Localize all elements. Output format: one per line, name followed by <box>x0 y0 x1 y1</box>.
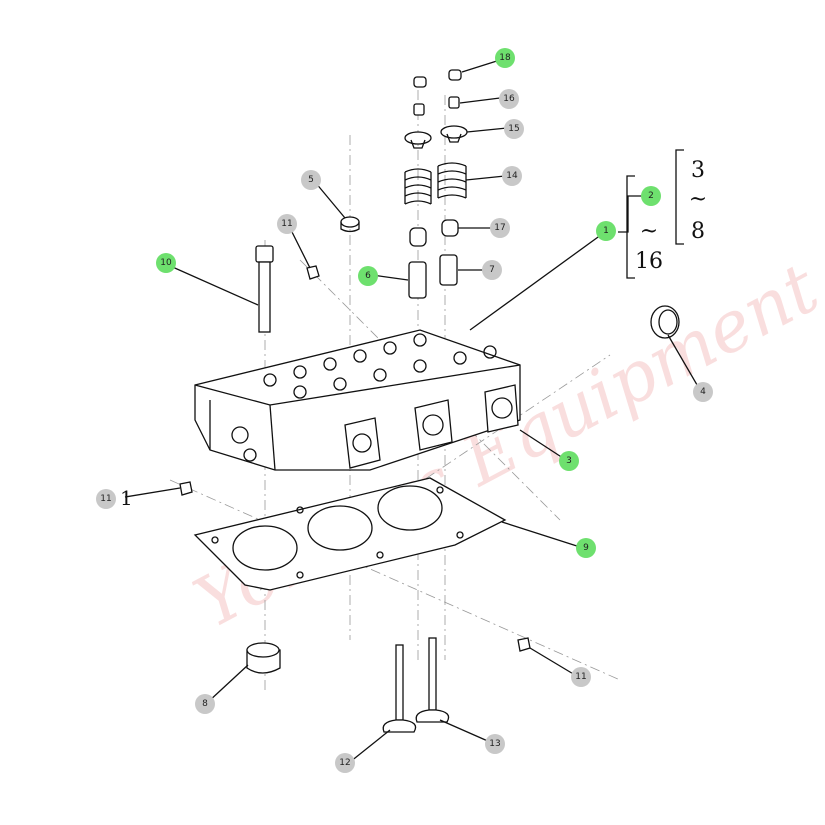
callout-4: 4 <box>693 382 713 402</box>
bracket-right-top: 3 <box>691 158 705 183</box>
head-gasket <box>193 477 507 591</box>
plug-nut-lower <box>517 637 531 652</box>
svg-text:11: 11 <box>281 219 292 229</box>
svg-text:8: 8 <box>202 699 208 709</box>
head-bolt <box>255 245 274 333</box>
svg-text:5: 5 <box>308 175 314 185</box>
svg-text:11: 11 <box>575 672 586 682</box>
svg-text:17: 17 <box>494 223 505 233</box>
valve-guide-left <box>408 261 427 299</box>
cylinder-head <box>194 329 521 471</box>
svg-text:13: 13 <box>489 739 500 749</box>
svg-text:1: 1 <box>603 226 609 236</box>
bracket-group: 3 ~ 8 ~ 16 <box>626 149 707 279</box>
valve-spring-left <box>404 168 432 205</box>
callout-11-left: 11 <box>96 489 116 509</box>
cup-plug-right <box>650 305 680 339</box>
valve-keeper-left <box>413 103 425 116</box>
svg-text:12: 12 <box>339 758 350 768</box>
svg-text:6: 6 <box>365 271 371 281</box>
callout-6: 6 <box>358 266 378 286</box>
svg-text:7: 7 <box>489 265 495 275</box>
plug-nut-upper <box>306 265 320 280</box>
callout-8: 8 <box>195 694 215 714</box>
callout-15: 15 <box>504 119 524 139</box>
valve-stem-seal-left <box>409 227 427 247</box>
callout-1: 1 <box>596 221 616 241</box>
svg-text:14: 14 <box>506 171 518 181</box>
callout-11-lower: 11 <box>571 667 591 687</box>
svg-text:9: 9 <box>583 543 589 553</box>
callout-2: 2 <box>641 186 661 206</box>
svg-text:18: 18 <box>499 53 511 63</box>
callout-11-extra-label: 1 <box>120 486 133 510</box>
bracket-right-mid: ~ <box>689 187 707 212</box>
exhaust-valve <box>415 637 450 723</box>
valve-cap-right <box>448 69 462 81</box>
callout-13: 13 <box>485 734 505 754</box>
intake-valve <box>382 644 417 733</box>
valve-cap-left <box>413 76 427 88</box>
spring-retainer-left <box>404 131 432 149</box>
plug-nut-left <box>179 481 193 496</box>
callout-14: 14 <box>502 166 522 186</box>
callout-3: 3 <box>559 451 579 471</box>
callout-9: 9 <box>576 538 596 558</box>
valve-guide-right <box>439 254 458 286</box>
cup-plug-bottom <box>246 642 281 674</box>
spring-retainer-right <box>440 125 468 143</box>
svg-text:3: 3 <box>566 456 572 466</box>
callout-12: 12 <box>335 753 355 773</box>
svg-text:11: 11 <box>100 494 111 504</box>
svg-text:10: 10 <box>160 258 172 268</box>
bracket-right-bottom: 8 <box>691 219 705 244</box>
valve-keeper-right <box>448 96 460 109</box>
svg-text:16: 16 <box>503 94 515 104</box>
callout-16: 16 <box>499 89 519 109</box>
callout-group: 1 2 3 4 5 6 7 8 9 10 11 11 11 12 13 14 1… <box>96 48 713 773</box>
callout-10: 10 <box>156 253 176 273</box>
svg-text:4: 4 <box>700 387 706 397</box>
plug-cap <box>340 216 360 233</box>
callout-7: 7 <box>482 260 502 280</box>
valve-spring-right <box>437 162 467 199</box>
valve-stem-seal-right <box>441 219 459 237</box>
callout-18: 18 <box>495 48 515 68</box>
bracket-left-mid: ~ <box>640 219 658 244</box>
callout-5: 5 <box>301 170 321 190</box>
callout-11-upper: 11 <box>277 214 297 234</box>
svg-text:2: 2 <box>648 191 654 201</box>
bracket-left-bottom: 16 <box>635 249 663 274</box>
svg-text:15: 15 <box>508 124 519 134</box>
callout-17: 17 <box>490 218 510 238</box>
